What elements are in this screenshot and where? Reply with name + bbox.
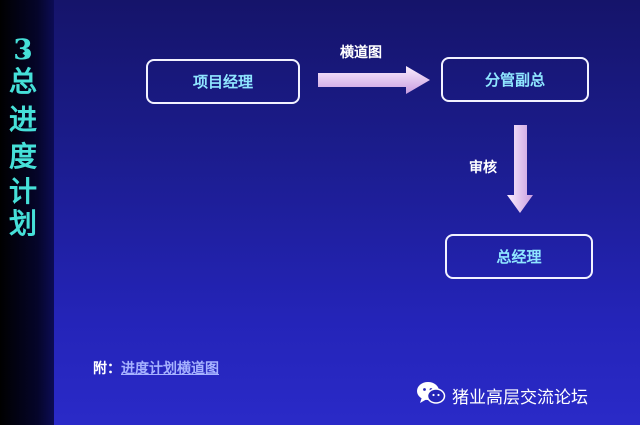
arrow-down — [507, 125, 533, 213]
sidebar-title-char: 计 — [8, 175, 37, 208]
arrow-right — [318, 66, 430, 94]
footnote-prefix: 附： — [93, 361, 121, 377]
box-project-manager: 项目经理 — [146, 59, 300, 104]
sidebar-title-char: 进 — [8, 103, 37, 136]
sidebar-title-char: 划 — [8, 207, 37, 240]
arrow-review-label: 审核 — [469, 160, 497, 176]
sidebar-title-char: 、 — [21, 37, 44, 63]
watermark-text: 猪业高层交流论坛 — [452, 387, 588, 408]
footnote: 附：进度计划横道图 — [93, 358, 219, 378]
arrow-gantt-label: 横道图 — [340, 45, 382, 61]
box-deputy-gm: 分管副总 — [441, 57, 589, 102]
wechat-icon — [416, 380, 446, 410]
sidebar: 3 、 总 进 度 计 划 — [0, 0, 54, 425]
sidebar-title-char: 度 — [8, 140, 37, 173]
sidebar-title-char: 3 — [13, 33, 33, 66]
watermark: 猪业高层交流论坛 — [416, 380, 588, 410]
box-general-manager: 总经理 — [445, 234, 593, 279]
gantt-chart-link[interactable]: 进度计划横道图 — [121, 361, 219, 377]
sidebar-title-char: 总 — [8, 65, 37, 98]
